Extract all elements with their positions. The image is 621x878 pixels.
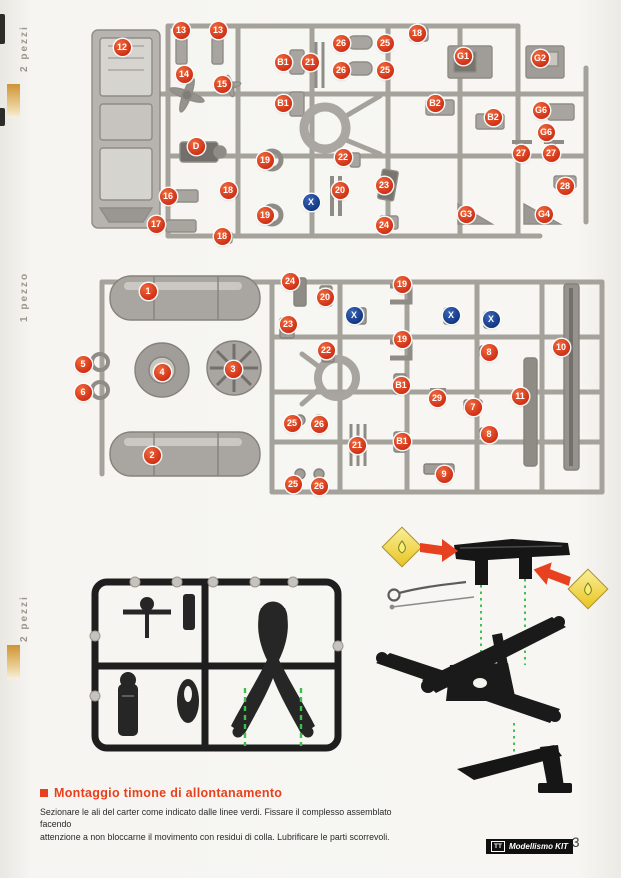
- sprue-a-illustration: [80, 8, 600, 252]
- scan-edge-mark: [0, 108, 5, 126]
- glue-symbol: [381, 526, 423, 568]
- section-title-text: Montaggio timone di allontanamento: [54, 786, 283, 800]
- sprue-b-illustration: [72, 262, 615, 505]
- sprue-c-illustration: [85, 566, 348, 762]
- section-body: Sezionare le ali del carter come indicat…: [40, 806, 412, 843]
- red-square-bullet: [40, 789, 48, 797]
- section-title: Montaggio timone di allontanamento: [40, 786, 282, 800]
- accent-bar-bottom: [7, 645, 20, 679]
- page-number: 3: [572, 835, 580, 850]
- lever-arm-part: [454, 539, 570, 585]
- accent-bar-top: [7, 84, 20, 118]
- green-cut-lines: [243, 688, 303, 746]
- red-arrow: [420, 539, 571, 586]
- chassis-frame-part: [376, 616, 566, 723]
- chassis-hole: [473, 678, 487, 688]
- sprue-c-parts: [118, 594, 315, 738]
- spring-rod-part: [387, 580, 475, 610]
- rudder-part: [457, 745, 572, 793]
- sprue-c-gates: [89, 576, 344, 702]
- assembly-diagram: [362, 515, 618, 800]
- glue-symbol: [567, 568, 609, 610]
- section-body-line1: Sezionare le ali del carter come indicat…: [40, 807, 392, 830]
- brand-logo: TT: [491, 841, 505, 852]
- brand-name: Modellismo KIT: [508, 842, 569, 851]
- scan-edge-mark: [0, 14, 5, 44]
- copies-label-middle: 1 pezzo: [19, 271, 30, 323]
- copies-label-bottom: 2 pezzi: [19, 595, 30, 643]
- section-body-line2: attenzione a non bloccarne il movimento …: [40, 831, 390, 842]
- green-alignment-lines: [480, 579, 526, 753]
- sprue-b-parts: [90, 275, 580, 480]
- brand-badge: TT Modellismo KIT: [486, 839, 574, 854]
- copies-label-top: 2 pezzi: [19, 25, 30, 73]
- sprue-a-parts: [91, 27, 577, 244]
